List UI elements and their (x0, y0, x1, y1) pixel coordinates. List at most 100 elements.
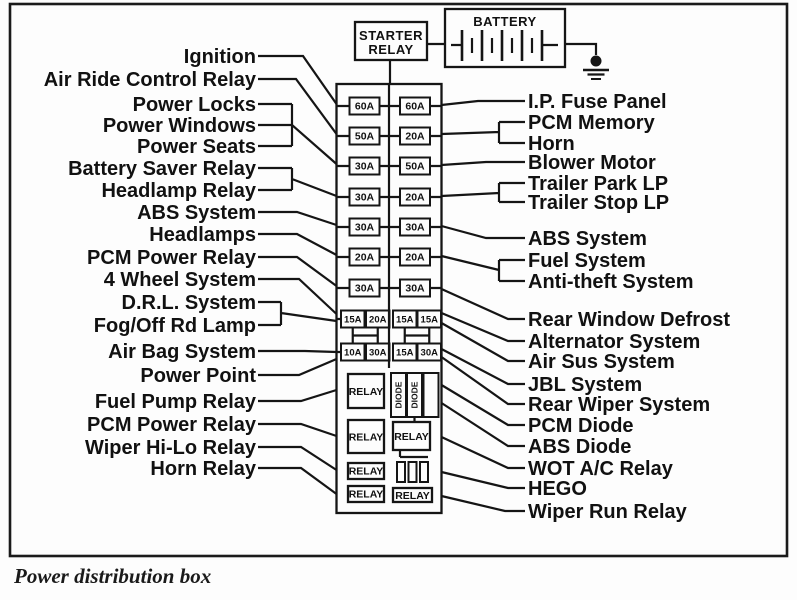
fuse-amp-label: 20A (405, 131, 425, 143)
left-label: ABS System (137, 202, 256, 224)
relay-label: RELAY (349, 489, 384, 501)
right-label: HEGO (528, 478, 587, 500)
terminal-slot (396, 461, 406, 483)
diagram-caption: Power distribution box (13, 564, 211, 588)
fuse-amp-label: 15A (344, 315, 362, 326)
left-label: D.R.L. System (122, 292, 256, 314)
fuse-row-leads (336, 104, 442, 354)
right-label: Wiper Run Relay (528, 501, 688, 523)
fuse-grid: 60A 60A 50A 20A 30A 50A 30A 20A 30A 30A … (348, 96, 431, 298)
fuse-amp-label: 10A (344, 348, 362, 359)
left-label: Wiper Hi-Lo Relay (85, 437, 257, 459)
right-label: JBL System (528, 374, 642, 396)
small-fuse-bridges (351, 327, 431, 344)
starter-relay-label-line1: STARTER (359, 28, 423, 43)
battery-box (443, 7, 567, 69)
right-label: Blower Motor (528, 152, 656, 174)
fuse (399, 278, 431, 298)
relay-box (346, 372, 386, 410)
left-label: Ignition (184, 46, 256, 68)
left-label: PCM Power Relay (87, 247, 257, 269)
fuse-amp-label: 30A (355, 161, 375, 173)
fuse-amp-label: 60A (355, 101, 375, 113)
empty-slot-box (422, 372, 440, 418)
diode-label: DIODE (394, 381, 404, 408)
left-label: Headlamps (149, 224, 256, 246)
right-label: PCM Diode (528, 415, 634, 437)
fuse (348, 217, 381, 237)
right-label: PCM Memory (528, 112, 656, 134)
battery-cells-icon (451, 30, 558, 61)
left-label: Battery Saver Relay (68, 158, 257, 180)
fuse (399, 96, 431, 116)
relay-label: RELAY (349, 386, 384, 398)
fuse-amp-label: 15A (421, 315, 439, 326)
fuse-amp-label: 15A (396, 348, 414, 359)
terminal-slot (407, 461, 418, 483)
right-label: Rear Wiper System (528, 394, 710, 416)
small-fuse-grid: 15A 20A 15A 15A 10A 30A 15A 30A (340, 309, 442, 362)
fuse-amp-label: 30A (405, 222, 425, 234)
left-label: Air Bag System (108, 341, 256, 363)
relay-label: RELAY (394, 431, 429, 443)
left-connector-lines (258, 54, 338, 495)
relay-box (346, 484, 386, 504)
right-label-column: I.P. Fuse Panel PCM Memory Horn Blower M… (528, 91, 730, 523)
right-label: Rear Window Defrost (528, 309, 730, 331)
right-label: Alternator System (528, 331, 700, 353)
right-label: ABS Diode (528, 436, 631, 458)
fuse-amp-label: 50A (355, 131, 375, 143)
fuse (348, 126, 381, 146)
right-label: Anti-theft System (528, 271, 694, 293)
left-label: Power Locks (133, 94, 256, 116)
relay-box (391, 420, 432, 452)
relay-box (391, 486, 434, 504)
fuse-amp-label: 20A (369, 315, 387, 326)
fuse-amp-label: 30A (355, 283, 375, 295)
relay-diode-area: RELAY RELAY RELAY RELAY DIODE DIODE RELA… (346, 372, 440, 504)
relay-label: RELAY (395, 490, 430, 502)
right-label: WOT A/C Relay (528, 458, 674, 480)
fuse (348, 156, 381, 176)
fuse-amp-label: 30A (405, 283, 425, 295)
relay-box (346, 461, 386, 481)
slot-bracket (398, 450, 428, 459)
left-label-column: Ignition Air Ride Control Relay Power Lo… (44, 46, 257, 480)
fuse (399, 247, 431, 267)
right-label: I.P. Fuse Panel (528, 91, 667, 113)
starter-relay-box (353, 20, 429, 62)
relay-label: RELAY (349, 466, 384, 478)
fuse-amp-label: 50A (405, 161, 425, 173)
fuse-amp-label: 30A (355, 192, 375, 204)
fuse (399, 126, 431, 146)
fuse (348, 247, 381, 267)
fuse-amp-label: 20A (355, 252, 375, 264)
left-label: PCM Power Relay (87, 414, 257, 436)
fuse-amp-label: 60A (405, 101, 425, 113)
fuse-amp-label: 20A (405, 192, 425, 204)
fuse (399, 217, 431, 237)
right-label: Air Sus System (528, 351, 675, 373)
left-label: Fog/Off Rd Lamp (94, 315, 256, 337)
right-connector-lines (440, 99, 525, 513)
fuse (348, 278, 381, 298)
right-label: Trailer Park LP (528, 173, 668, 195)
right-label: Horn (528, 133, 575, 155)
right-label: ABS System (528, 228, 647, 250)
left-label: Fuel Pump Relay (95, 391, 257, 413)
relay-box (346, 418, 386, 455)
fuse (348, 187, 381, 207)
fuse-amp-label: 30A (369, 348, 387, 359)
left-label: Headlamp Relay (101, 180, 256, 202)
left-label: 4 Wheel System (104, 269, 256, 291)
diode-label: DIODE (410, 381, 420, 408)
terminal-slot (419, 461, 429, 483)
right-label: Fuel System (528, 250, 646, 272)
fuse (399, 187, 431, 207)
fuse-amp-label: 30A (421, 348, 439, 359)
top-wires (388, 42, 598, 84)
fuse (348, 96, 381, 116)
starter-relay-label-line2: RELAY (368, 42, 413, 57)
fuse (399, 156, 431, 176)
